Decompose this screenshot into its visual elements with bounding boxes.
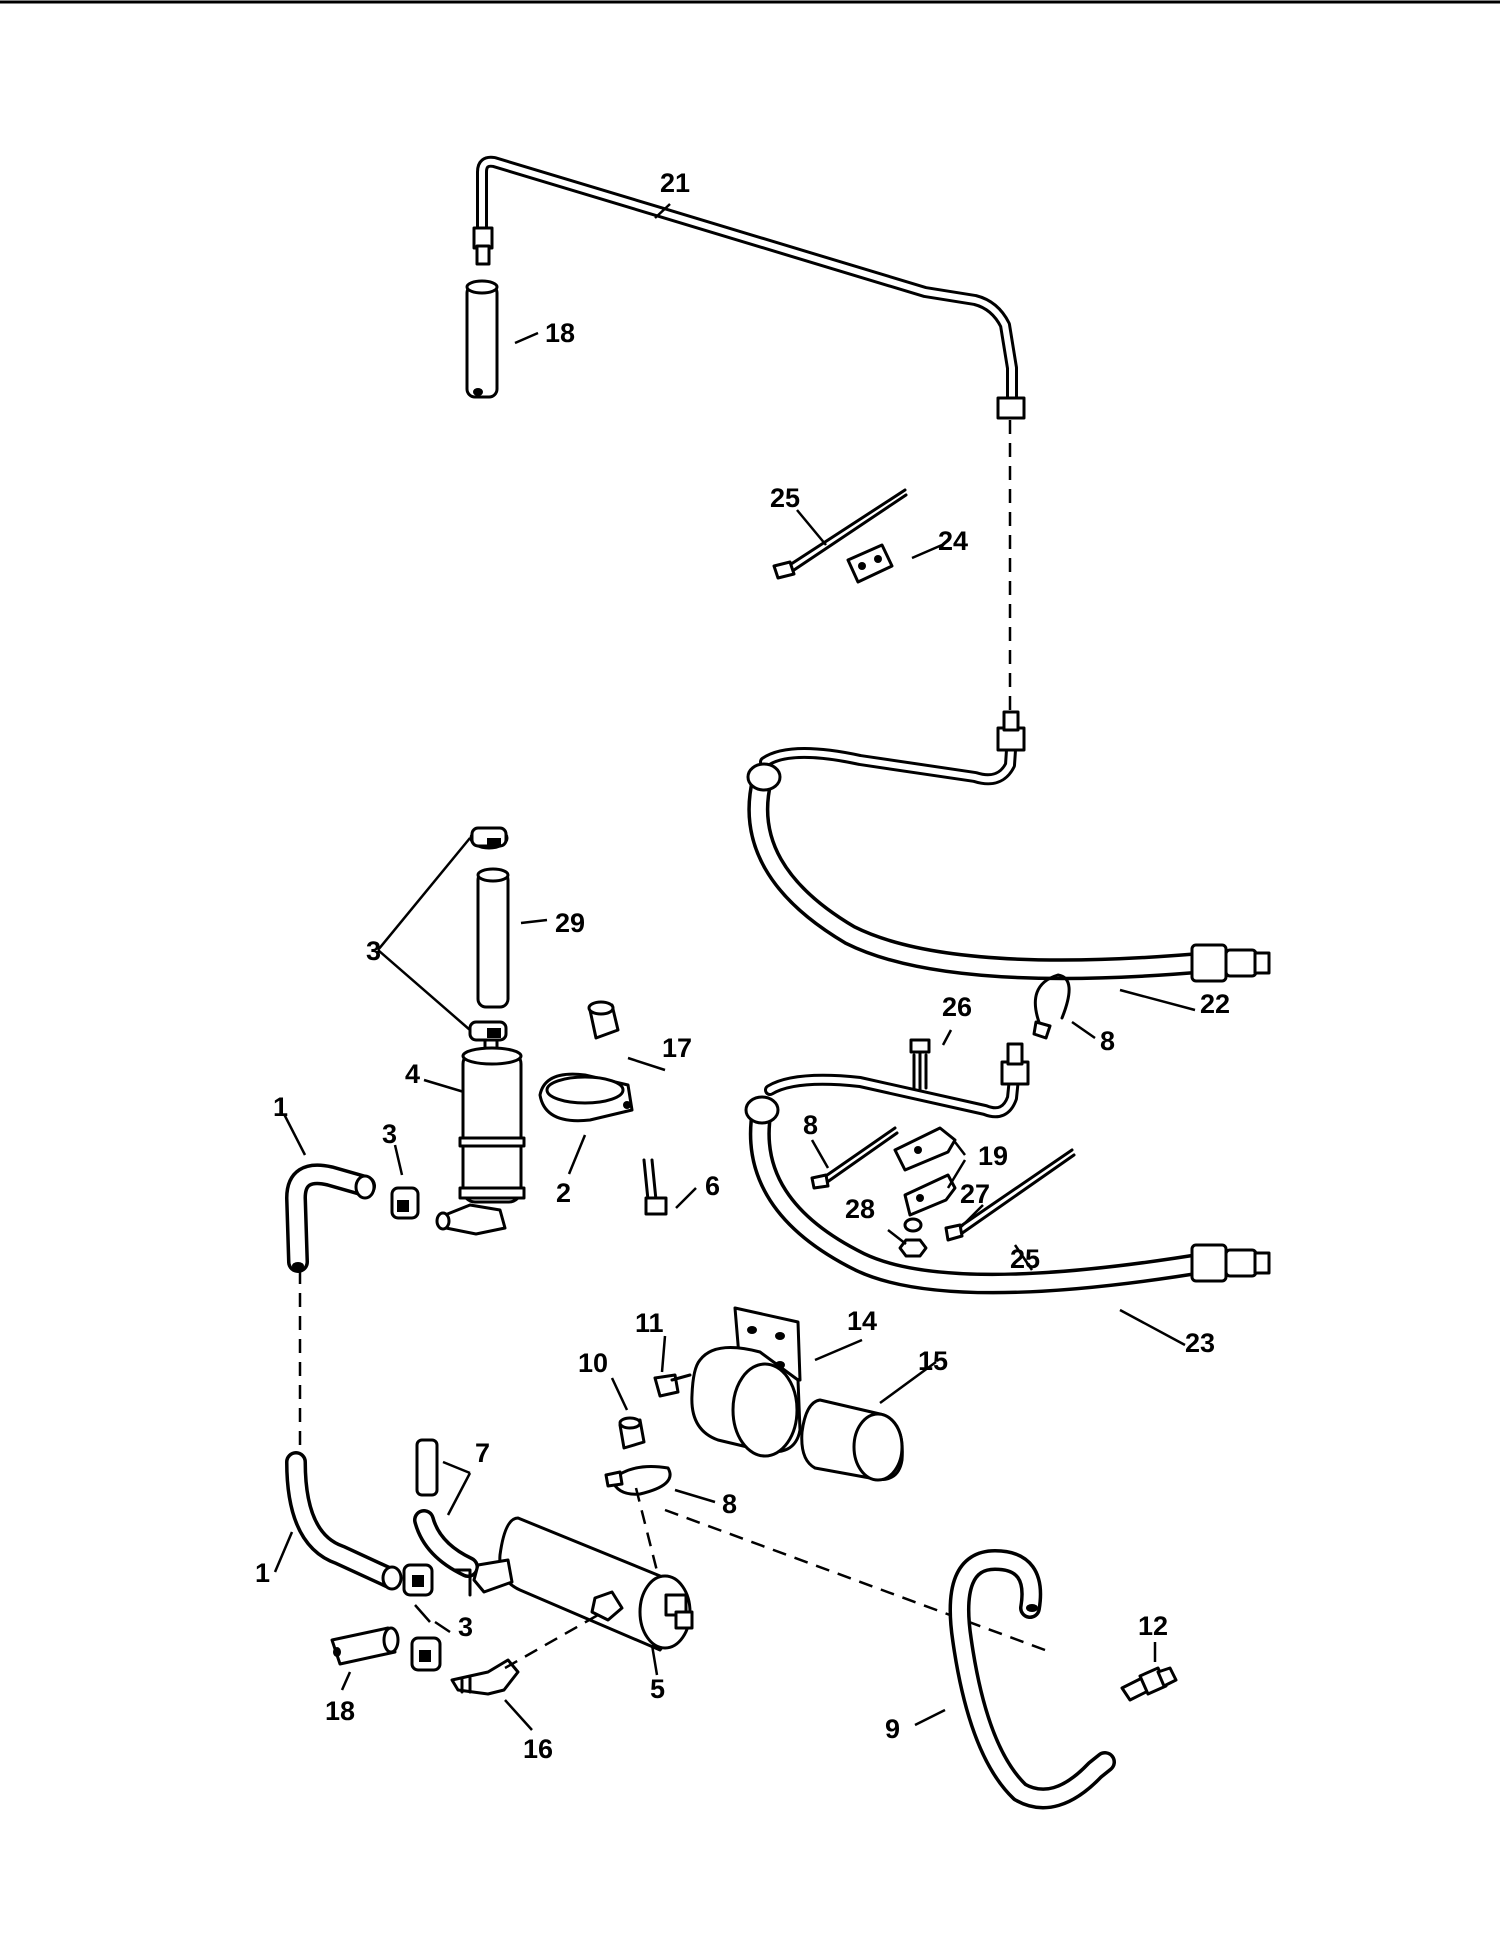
part-2-mounting-strap xyxy=(538,1072,634,1123)
part-23-hose-assembly-lower xyxy=(744,1042,1271,1295)
callout-29: 29 xyxy=(555,908,585,938)
part-3-hose-clamp-lower-b xyxy=(410,1636,442,1672)
callout-1-upper: 1 xyxy=(273,1092,288,1122)
callout-12: 12 xyxy=(1138,1611,1168,1641)
callout-3-lower: 3 xyxy=(458,1612,473,1642)
callout-16: 16 xyxy=(523,1734,553,1764)
dashed-guide-line-8 xyxy=(634,1487,660,1576)
part-10-cap xyxy=(618,1416,646,1450)
part-15-cushion-sleeve xyxy=(800,1398,904,1482)
callout-11: 11 xyxy=(635,1308,664,1338)
part-16-elbow-fitting xyxy=(450,1658,520,1696)
part-8-loop-clamp-lower xyxy=(604,1465,672,1496)
callout-1-lower: 1 xyxy=(255,1558,270,1588)
part-6-bolt xyxy=(642,1158,668,1216)
part-1-hose-lower xyxy=(285,1451,403,1591)
leader-lines xyxy=(273,203,1196,1731)
part-19-clamp-halves xyxy=(893,1126,957,1217)
part-24-insulator-block xyxy=(846,543,894,584)
callout-17: 17 xyxy=(662,1033,692,1063)
part-17-grommet xyxy=(587,1000,620,1040)
part-5-water-separator-assembly xyxy=(453,1516,694,1652)
dashed-guide-line-16 xyxy=(504,1613,599,1670)
part-3-hose-clamp-lower-a xyxy=(402,1563,434,1597)
part-21-metal-tube xyxy=(472,155,1026,420)
part-1-elbow-hose-upper xyxy=(285,1163,376,1273)
callout-10: 10 xyxy=(578,1348,608,1378)
callout-22: 22 xyxy=(1200,989,1230,1019)
part-18-hose-sleeve-upper xyxy=(465,279,499,399)
part-3-hose-clamp-top xyxy=(469,826,509,850)
callout-14: 14 xyxy=(847,1306,877,1336)
callout-21: 21 xyxy=(660,168,690,198)
part-25-cable-tie-upper xyxy=(772,488,908,580)
part-9-drain-hose xyxy=(948,1549,1116,1810)
callout-8-lower: 8 xyxy=(722,1489,737,1519)
callout-3-left: 3 xyxy=(382,1119,397,1149)
part-26-bolt xyxy=(909,1038,931,1092)
callout-23: 23 xyxy=(1185,1328,1215,1358)
callout-19: 19 xyxy=(978,1141,1008,1171)
part-7-hose-pieces xyxy=(413,1438,479,1578)
part-11-screw xyxy=(653,1373,692,1398)
callout-24: 24 xyxy=(938,526,968,556)
part-22-hose-assembly-upper xyxy=(746,710,1271,983)
callout-25-top: 25 xyxy=(770,483,800,513)
part-28-nut xyxy=(898,1238,928,1258)
callout-5: 5 xyxy=(650,1674,665,1704)
callout-18-lower: 18 xyxy=(325,1696,355,1726)
callout-25-lower: 25 xyxy=(1010,1244,1040,1274)
callout-28: 28 xyxy=(845,1194,875,1224)
callout-8-right: 8 xyxy=(1100,1026,1115,1056)
part-25-cable-tie-lower xyxy=(944,1148,1076,1242)
callout-4: 4 xyxy=(405,1059,420,1089)
part-4-filter-canister xyxy=(435,1038,526,1236)
callout-7: 7 xyxy=(475,1438,490,1468)
callout-labels: 21 18 25 24 22 8 26 8 19 28 27 25 23 17 … xyxy=(255,168,1230,1764)
callout-2: 2 xyxy=(556,1178,571,1208)
callout-3-top: 3 xyxy=(366,936,381,966)
part-8-loop-clamp-right xyxy=(1032,973,1071,1040)
part-12-hose-fitting xyxy=(1120,1666,1178,1702)
callout-26: 26 xyxy=(942,992,972,1022)
dashed-guide-line-9 xyxy=(664,1508,1046,1652)
callout-6: 6 xyxy=(705,1171,720,1201)
part-3-hose-clamp-middle xyxy=(468,1020,508,1042)
callout-9: 9 xyxy=(885,1714,900,1744)
callout-27: 27 xyxy=(960,1179,990,1209)
callout-8-mid: 8 xyxy=(803,1110,818,1140)
part-14-bracket xyxy=(690,1306,802,1458)
callout-15: 15 xyxy=(918,1346,948,1376)
part-18-hose-sleeve-lower xyxy=(330,1626,400,1666)
part-29-hose-section xyxy=(476,867,510,1009)
part-27-washer xyxy=(903,1217,923,1233)
callout-18-top: 18 xyxy=(545,318,575,348)
part-3-hose-clamp-left xyxy=(390,1186,420,1220)
part-8-cable-tie-mid xyxy=(810,1126,899,1190)
